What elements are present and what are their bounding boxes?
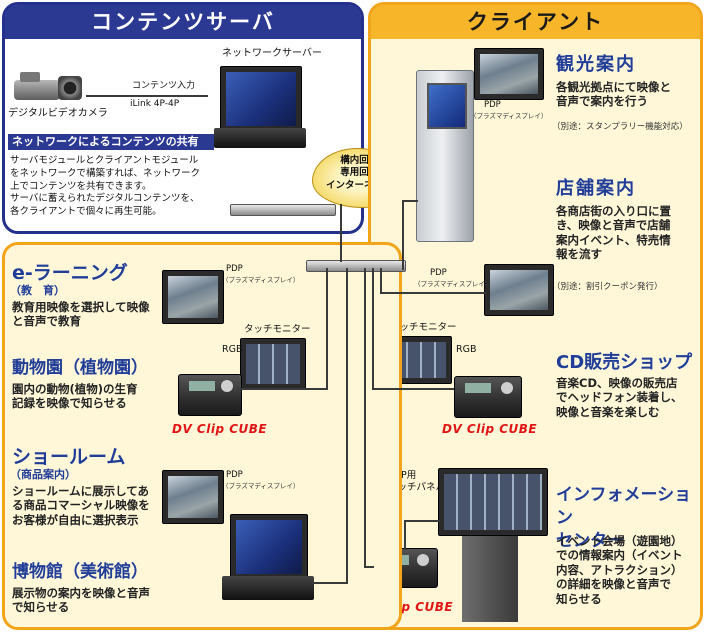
sightseeing-pdp xyxy=(474,48,544,100)
museum-lcd-terminal xyxy=(230,514,308,580)
elearning-title: e-ラーニング xyxy=(12,262,128,286)
showroom-text: ショールームに展示してあ る商品コマーシャル映像を お客様が自由に選択表示 xyxy=(12,484,150,527)
zoo-text: 園内の動物(植物)の生育 記録を映像で知らせる xyxy=(12,382,138,411)
elearning-pdp xyxy=(162,270,224,324)
elearning-touch-label: タッチモニター xyxy=(244,324,311,336)
elearning-rgb-label: RGB xyxy=(222,344,242,356)
museum-line xyxy=(346,268,348,584)
showroom-title: ショールーム xyxy=(12,446,125,470)
cd-rgb-label: RGB xyxy=(456,344,476,356)
cd-title: CD販売ショップ xyxy=(556,352,692,375)
info-touch-line xyxy=(404,520,406,550)
shop-note: （別途：割引クーポン発行） xyxy=(552,282,663,293)
kiosk-icon xyxy=(416,70,474,242)
content-server-header: コンテンツサーバ xyxy=(5,5,361,39)
elearning-line xyxy=(326,268,328,390)
sharing-description: サーバモジュールとクライアントモジュール をネットワークで構築すれば、ネットワー… xyxy=(10,155,200,219)
museum-title: 博物館（美術館） xyxy=(12,562,148,583)
shop-title: 店舗案内 xyxy=(556,178,636,201)
elearning-pdp-label: PDP xyxy=(226,264,243,275)
cd-cube-label: DV Clip CUBE xyxy=(442,422,537,437)
museum-line-h xyxy=(312,582,348,584)
zoo-title: 動物園（植物園） xyxy=(12,358,148,379)
sightseeing-note: （別途：スタンプラリー機能対応） xyxy=(552,122,688,133)
info-text: イベント会場（遊園地） での情報案内（イベント 内容、アトラクション） の詳細を… xyxy=(556,534,683,606)
network-server-label: ネットワークサーバー xyxy=(222,48,322,61)
showroom-sub: （商品案内） xyxy=(10,468,76,482)
museum-lcd-base xyxy=(222,576,314,600)
network-server-monitor xyxy=(220,66,302,132)
shop-line-h xyxy=(380,292,486,294)
network-server-base xyxy=(214,128,306,148)
kiosk-line xyxy=(402,200,404,270)
cd-line xyxy=(372,268,374,388)
elearning-text: 教育用映像を選択して映像 と音声で教育 xyxy=(12,300,150,329)
shop-pdp-sub: （プラズマディスプレイ） xyxy=(414,280,491,288)
sharing-title: ネットワークによるコンテンツの共有 xyxy=(12,135,199,149)
elearning-pdp-sub: （プラズマディスプレイ） xyxy=(222,276,299,284)
ilink-label: iLink 4P-4P xyxy=(130,99,179,110)
info-pdp xyxy=(438,468,548,536)
info-line xyxy=(364,268,366,568)
client-network-hub xyxy=(306,260,406,272)
info-touch-line-h xyxy=(404,520,440,522)
info-line-h xyxy=(364,566,374,568)
shop-pdp-label: PDP xyxy=(430,268,447,279)
elearning-sub: （教 育） xyxy=(10,284,65,298)
content-input-label: コンテンツ入力 xyxy=(132,81,195,92)
museum-text: 展示物の案内を映像と音声 で知らせる xyxy=(12,586,150,615)
cd-dv-cube xyxy=(454,376,522,418)
client-header: クライアント xyxy=(371,5,700,39)
cd-text: 音楽CD、映像の販売店 でヘッドフォン装着し、 映像と音楽を楽しむ xyxy=(556,376,683,419)
showroom-pdp xyxy=(162,470,224,524)
sightseeing-pdp-label: PDP xyxy=(484,100,501,111)
cloud-to-hub-line xyxy=(340,204,342,262)
shop-text: 各商店街の入り口に置 き、映像と音声で店舗 案内イベント、特売情 報を流す xyxy=(556,204,671,262)
sightseeing-title: 観光案内 xyxy=(556,54,636,77)
elearning-dv-cube xyxy=(178,374,242,416)
elearning-cube-label: DV Clip CUBE xyxy=(172,422,267,437)
shop-line xyxy=(380,268,382,294)
elearning-touch-monitor xyxy=(240,338,306,390)
sightseeing-text: 各観光拠点にて映像と 音声で案内を行う xyxy=(556,80,671,109)
cd-line-h xyxy=(372,388,454,390)
info-pdp-stand xyxy=(462,536,518,622)
shop-pdp xyxy=(484,264,554,316)
video-camera-icon xyxy=(14,72,84,102)
ilink-cable xyxy=(86,95,208,97)
server-network-hub xyxy=(230,204,336,216)
showroom-pdp-sub: （プラズマディスプレイ） xyxy=(222,482,299,490)
sightseeing-pdp-sub: （プラズマディスプレイ） xyxy=(470,112,547,120)
kiosk-line-h xyxy=(402,200,418,202)
elearning-line-h xyxy=(240,388,328,390)
camera-label: デジタルビデオカメラ xyxy=(8,108,108,121)
showroom-pdp-label: PDP xyxy=(226,470,243,481)
